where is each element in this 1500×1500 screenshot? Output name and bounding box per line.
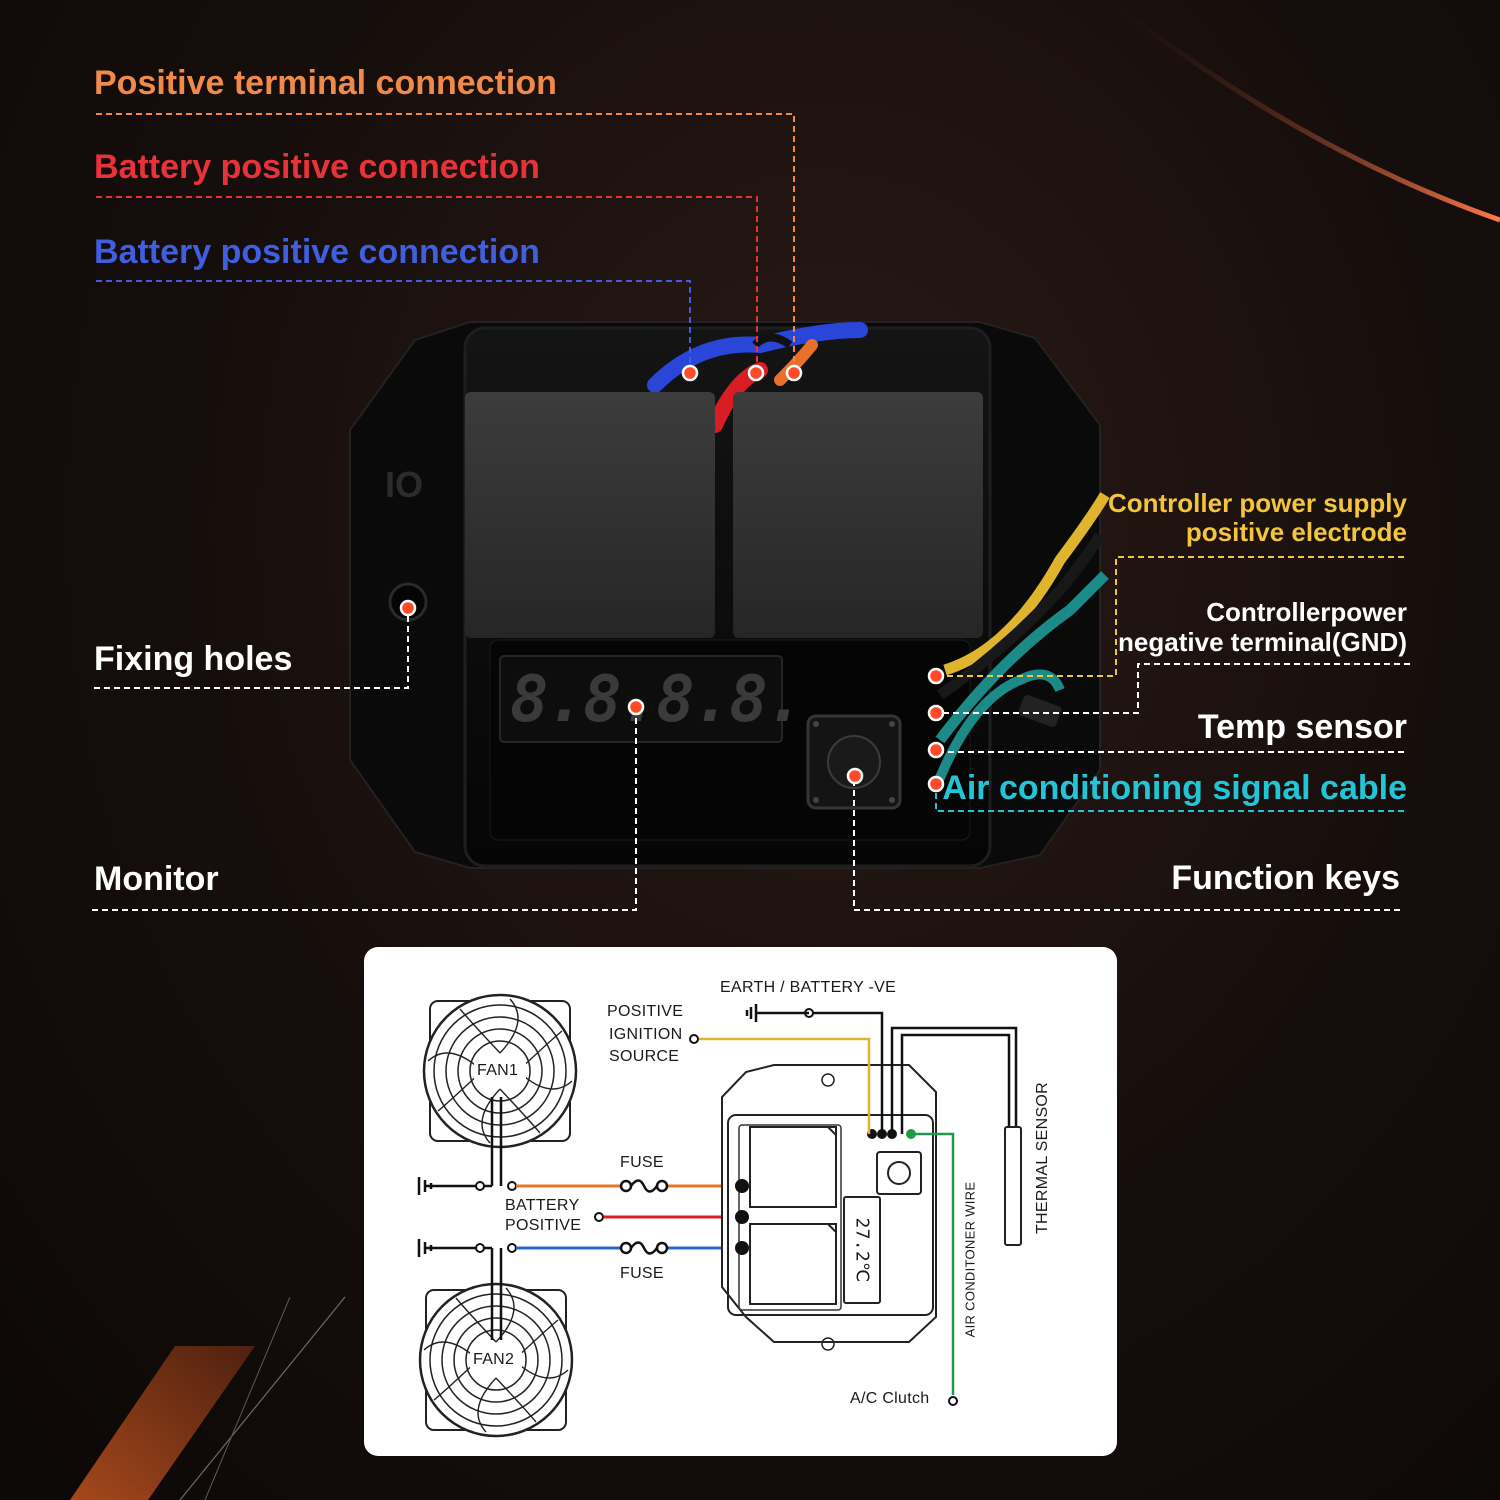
wire-teal-1 [935,571,1109,744]
earth-symbol [745,1004,809,1022]
marker-function-key [846,767,864,785]
label-controller-gnd-2: negative terminal(GND) [1118,627,1407,657]
marker-fixing-hole [399,599,417,617]
leader-battery-red [96,196,758,373]
diagram-function-key [876,1151,922,1195]
label-positive-terminal: Positive terminal connection [94,64,557,102]
diagram-display-reading: 27.2℃ [851,1217,873,1283]
label-ac-wire: AIR CONDITONER WIRE [962,1181,978,1338]
wire-black [936,532,1105,700]
display-digits: 8.8.8.8. [510,663,804,737]
marker-gnd [927,704,945,722]
relay-right [733,392,983,638]
label-fan1: FAN1 [477,1062,519,1079]
label-battery: BATTERY [505,1197,580,1214]
marker-temp [927,741,945,759]
label-battery-positive-blue: Battery positive connection [94,233,540,271]
fuse-top-icon [619,1179,669,1193]
diagram-display [843,1196,881,1304]
orange-stripe [70,1346,255,1500]
label-battery-positive-red: Battery positive connection [94,148,540,186]
leader-function-keys [853,776,1400,911]
label-fixing-holes: Fixing holes [94,640,293,678]
function-key-button [827,735,881,789]
marker-monitor [627,698,645,716]
wire-orange [774,339,818,386]
label-fuse-bottom: FUSE [620,1265,664,1282]
leader-positive-terminal [96,113,795,373]
label-fuse-top: FUSE [620,1154,664,1171]
corner-arc [1108,0,1500,223]
label-battery-positive: POSITIVE [505,1217,582,1234]
label-monitor: Monitor [94,860,219,898]
label-ac-signal: Air conditioning signal cable [942,769,1407,807]
label-temp-sensor: Temp sensor [1197,708,1407,746]
label-fan2: FAN2 [473,1351,515,1368]
label-controller-supply-1: Controller power supply [1107,488,1407,518]
label-positive: POSITIVE [607,1003,684,1020]
thin-stripe-2 [204,1296,291,1500]
label-thermal-sensor: THERMAL SENSOR [1034,1081,1052,1235]
marker-red-wire [747,364,765,382]
embossed-mark: IO [385,464,423,505]
label-function-keys: Function keys [1171,859,1400,897]
thermal-sensor-probe [1004,1126,1022,1246]
label-ac-clutch: A/C Clutch [850,1390,930,1407]
label-ignition: IGNITION [609,1026,683,1043]
leader-ac-signal [935,784,1404,812]
leader-controller-supply [936,556,1404,677]
diagram-relay-top [749,1126,837,1208]
leader-controller-gnd [936,663,1410,714]
leader-fixing-holes [94,608,409,689]
marker-supply [927,667,945,685]
wiring-diagram: EARTH / BATTERY -VE POSITIVE IGNITION SO… [364,947,1117,1456]
leader-monitor [92,707,637,911]
label-source: SOURCE [609,1048,680,1065]
wire-yellow [943,492,1110,676]
label-earth-battery: EARTH / BATTERY -VE [720,979,897,996]
label-controller-supply-2: positive electrode [1185,517,1407,547]
fuse-bottom-icon [619,1241,669,1255]
marker-blue-wire [681,364,699,382]
seven-segment-display [499,655,783,743]
relay-left [465,392,715,638]
marker-orange-wire [785,364,803,382]
wiring-diagram-drawing [417,993,1022,1438]
label-controller-gnd-1: Controllerpower [1206,597,1407,627]
leader-battery-blue [96,280,691,373]
marker-ac [927,775,945,793]
diagram-relay-bottom [749,1223,837,1305]
thin-stripe [179,1296,346,1500]
